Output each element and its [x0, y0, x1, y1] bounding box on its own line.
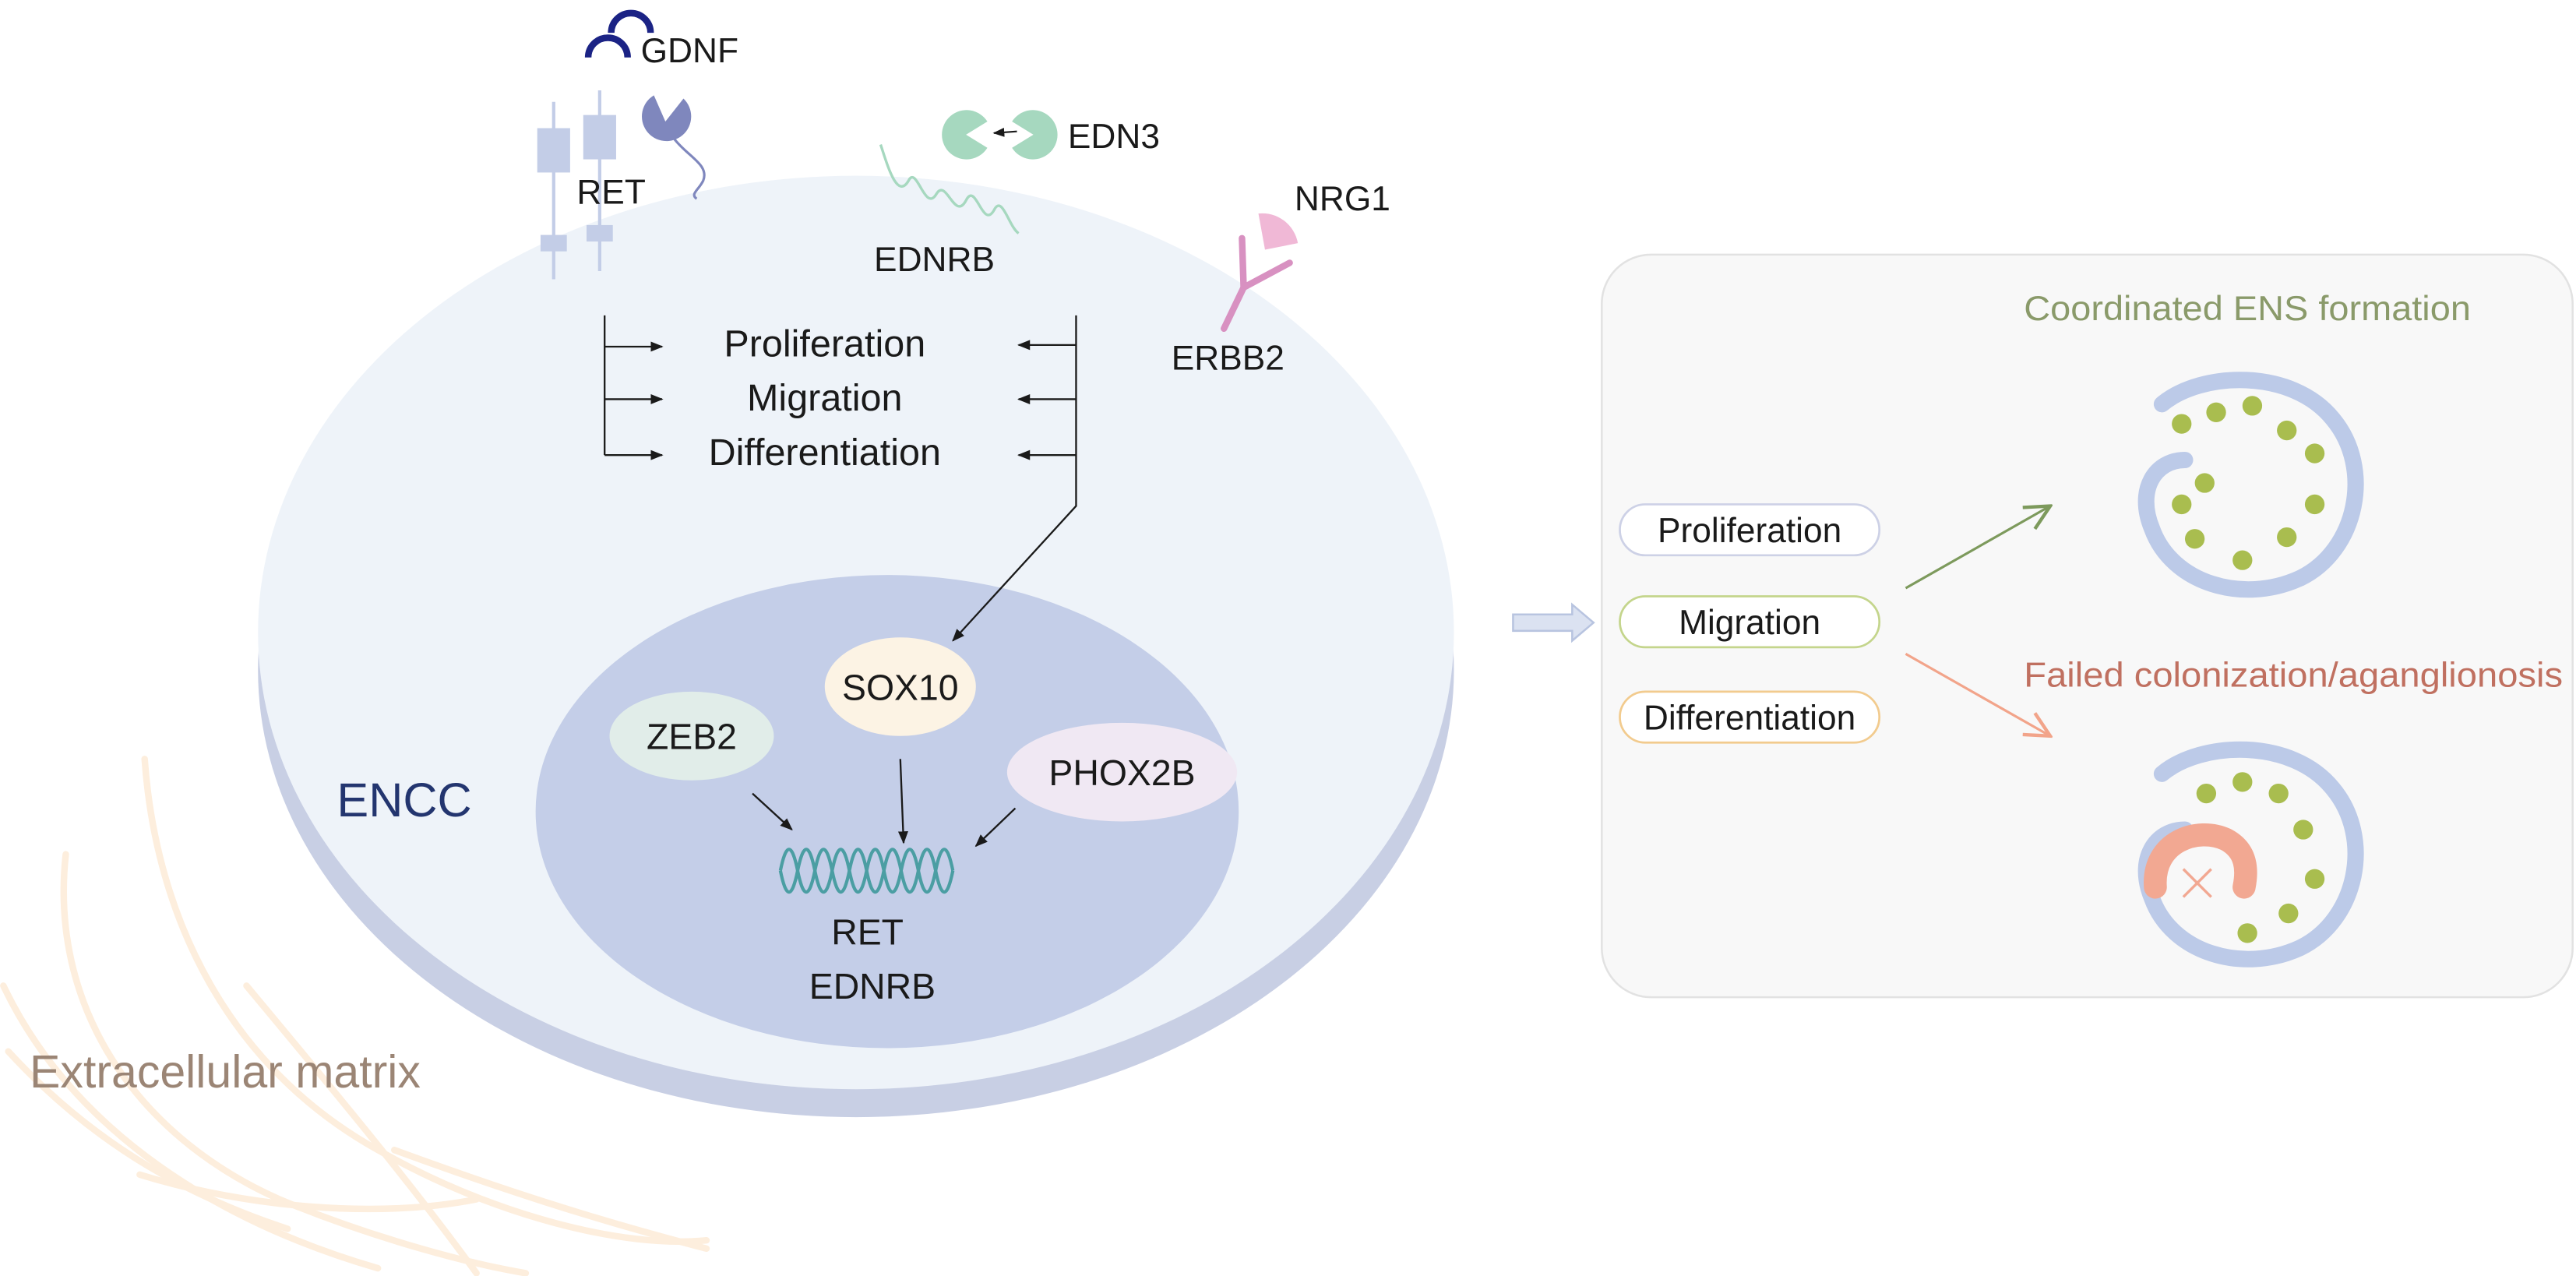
ret-receptor-label: RET — [576, 174, 646, 212]
normal-gut-spiral-icon — [2137, 372, 2364, 598]
phox2b-label: PHOX2B — [1048, 753, 1195, 793]
ret-signaling-arrows — [604, 315, 664, 460]
extracellular-matrix-label: Extracellular matrix — [30, 1046, 421, 1098]
success-label: Coordinated ENS formation — [2024, 290, 2471, 328]
nrg1-label: NRG1 — [1295, 180, 1390, 218]
pill-proliferation: Proliferation — [1619, 503, 1881, 557]
failure-x-icon — [2182, 868, 2212, 898]
pill-differentiation: Differentiation — [1619, 690, 1881, 744]
failure-arrow — [1905, 652, 2050, 735]
aganglionic-segment — [2144, 823, 2257, 899]
transition-arrow-icon — [1512, 602, 1595, 643]
pill-differentiation-label: Differentiation — [1644, 699, 1855, 737]
gdnf-label: GDNF — [641, 32, 738, 70]
erbb2-label: ERBB2 — [1172, 340, 1284, 378]
success-arrow — [1905, 506, 2050, 590]
edn3-ligand-icon — [942, 110, 1058, 160]
enteric-ganglia-dots — [2172, 396, 2325, 570]
aganglionic-gut-spiral-icon — [2137, 741, 2364, 968]
zeb2-label: ZEB2 — [647, 717, 737, 757]
ednrb-signaling-arrows — [952, 315, 1077, 642]
erbb2-receptor-icon — [1221, 234, 1293, 333]
pill-migration: Migration — [1619, 595, 1881, 649]
target-gene-ret: RET — [831, 912, 904, 953]
pill-migration-label: Migration — [1679, 604, 1820, 642]
sox10-node: SOX10 — [824, 637, 976, 736]
phox2b-node: PHOX2B — [1006, 722, 1238, 822]
process-proliferation: Proliferation — [724, 323, 925, 365]
ret-receptor-icon — [537, 90, 616, 280]
dna-helix-icon — [778, 848, 955, 894]
nrg1-ligand-icon — [1258, 213, 1299, 250]
outcome-panel — [1601, 253, 2574, 999]
process-differentiation: Differentiation — [709, 432, 941, 474]
encc-cell — [258, 175, 1454, 1118]
zeb2-node: ZEB2 — [609, 691, 774, 781]
ednrb-receptor-icon — [879, 144, 1020, 234]
extracellular-matrix-fibres — [0, 756, 710, 1276]
ednrb-receptor-label: EDNRB — [874, 241, 995, 279]
cell-label: ENCC — [337, 774, 471, 827]
gdnf-ligand-icon — [584, 9, 654, 58]
failure-label: Failed colonization/aganglionosis — [2024, 657, 2563, 695]
sox10-label: SOX10 — [842, 667, 959, 707]
edn3-label: EDN3 — [1068, 118, 1160, 156]
co-receptor-icon — [642, 95, 706, 200]
pill-proliferation-label: Proliferation — [1658, 512, 1841, 550]
regulation-arrows — [752, 759, 1017, 848]
target-gene-ednrb: EDNRB — [809, 966, 936, 1006]
enteric-ganglia-dots-partial — [2196, 772, 2325, 943]
process-migration: Migration — [747, 377, 902, 419]
